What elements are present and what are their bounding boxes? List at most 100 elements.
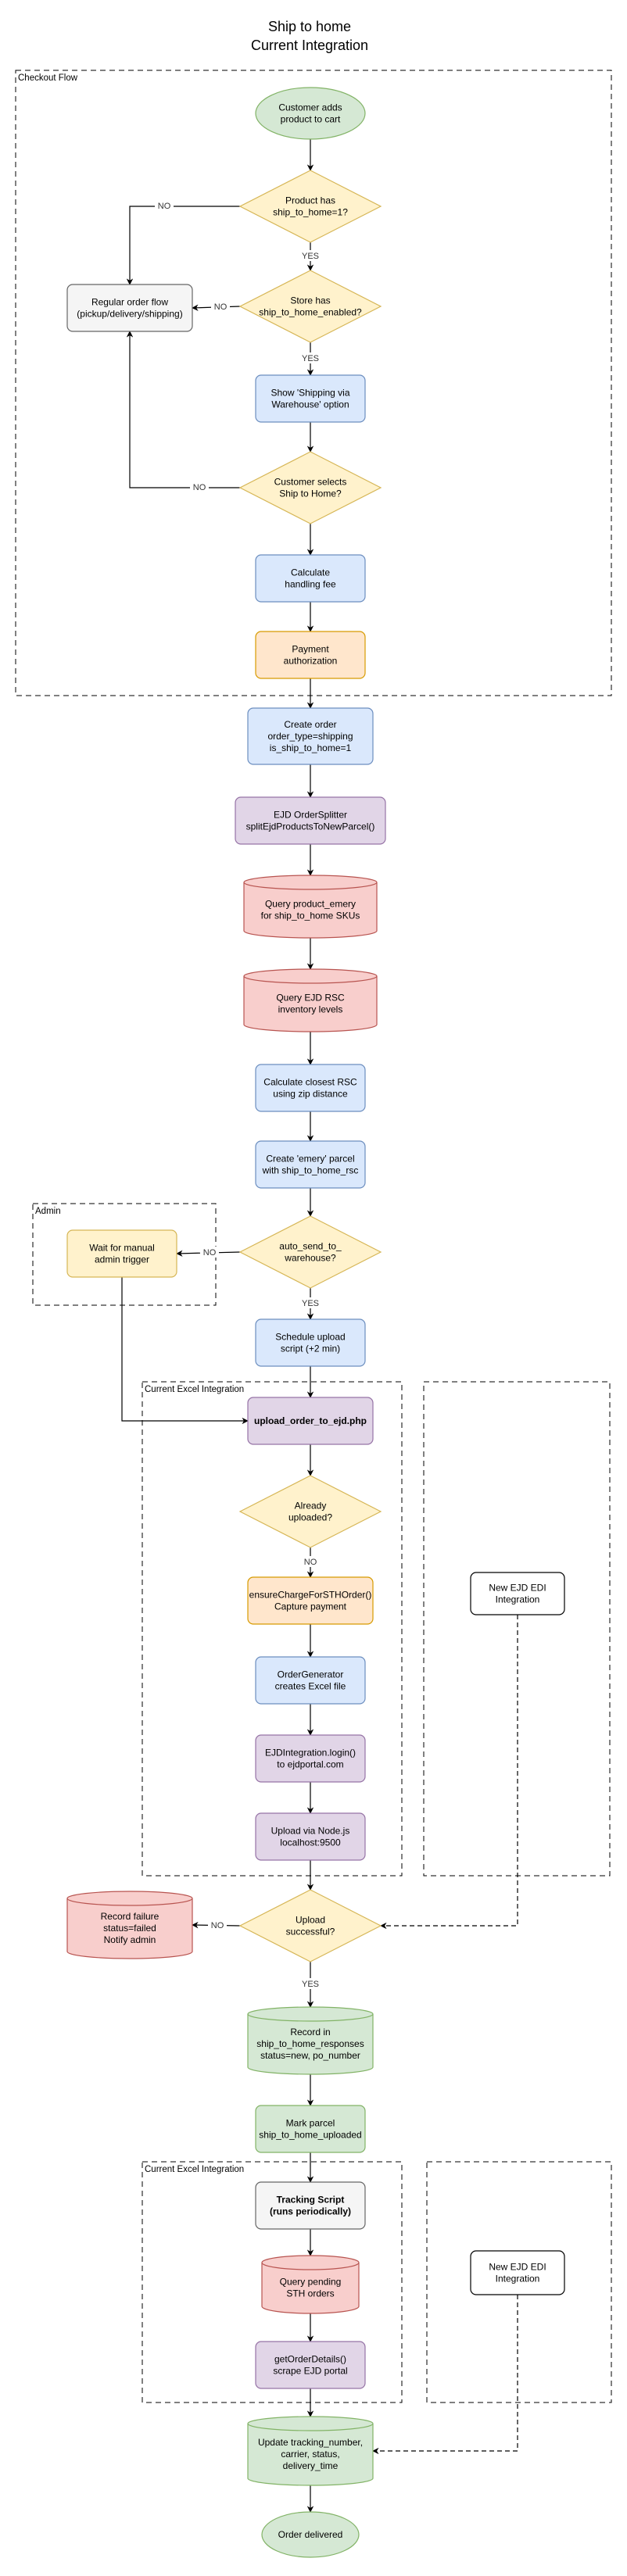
diagram-title-line1: Ship to home <box>268 19 351 34</box>
node-label-get-order-details-1: scrape EJD portal <box>273 2366 347 2377</box>
node-label-calc-fee-1: handling fee <box>285 579 336 590</box>
node-label-ejd-login-1: to ejdportal.com <box>277 1759 343 1770</box>
node-label-auto-send-1: warehouse? <box>284 1253 336 1264</box>
edge-label-store-has-to-regular-order: NO <box>214 302 228 312</box>
node-label-already-uploaded-1: uploaded? <box>288 1512 332 1523</box>
node-label-wait-admin-1: admin trigger <box>95 1254 149 1265</box>
edge-upload-successful-to-record-in: YES <box>301 1962 320 2008</box>
node-label-create-parcel-0: Create 'emery' parcel <box>266 1154 354 1165</box>
node-label-new-edi-1-0: New EJD EDI <box>489 1583 546 1594</box>
node-label-query-pending-0: Query pending <box>280 2277 342 2288</box>
node-label-customer-adds-1: product to cart <box>281 114 341 125</box>
group-label-admin: Admin <box>35 1207 61 1216</box>
group-admin: Admin <box>32 1203 217 1306</box>
edge-customer-selects-to-regular-order: NO <box>126 331 240 492</box>
node-label-mark-parcel-1: ship_to_home_uploaded <box>259 2130 361 2141</box>
edge-product-has-to-regular-order: NO <box>126 200 240 285</box>
node-label-schedule-upload-0: Schedule upload <box>275 1332 345 1343</box>
node-label-store-has-0: Store has <box>290 295 330 306</box>
node-label-customer-selects-0: Customer selects <box>274 477 347 488</box>
edge-new-edi-2-to-update-tracking <box>372 2295 518 2455</box>
edge-label-upload-successful-to-record-in: YES <box>302 1980 319 1989</box>
node-label-create-order-0: Create order <box>284 719 336 730</box>
node-label-upload-node-1: localhost:9500 <box>280 1837 341 1848</box>
group-label-excel2: Current Excel Integration <box>145 2165 244 2174</box>
node-label-query-rsc-0: Query EJD RSC <box>276 993 345 1004</box>
node-label-create-parcel-1: with ship_to_home_rsc <box>262 1165 359 1176</box>
group-edi1 <box>423 1381 611 1877</box>
node-ensure-charge: ensureChargeForSTHOrder()Capture payment <box>247 1576 374 1625</box>
edge-upload-successful-to-record-failure: NO <box>192 1919 241 1930</box>
group-label-checkout: Checkout Flow <box>18 73 78 83</box>
edge-already-uploaded-to-ensure-charge: NO <box>301 1547 320 1578</box>
node-label-ensure-charge-1: Capture payment <box>274 1601 347 1612</box>
edge-store-has-to-regular-order: NO <box>192 301 241 312</box>
node-label-record-failure-1: status=failed <box>103 1923 156 1934</box>
group-excel1: Current Excel Integration <box>142 1381 403 1877</box>
node-label-query-pending-1: STH orders <box>286 2288 334 2299</box>
node-label-create-order-1: order_type=shipping <box>267 731 353 742</box>
node-label-show-shipping-0: Show 'Shipping via <box>271 388 349 399</box>
node-label-upload-successful-0: Upload <box>296 1915 325 1926</box>
node-label-schedule-upload-1: script (+2 min) <box>281 1343 340 1354</box>
edge-label-product-has-to-store-has: YES <box>302 252 319 261</box>
node-label-order-delivered-0: Order delivered <box>278 2529 343 2540</box>
node-label-show-shipping-1: Warehouse' option <box>271 399 349 410</box>
edge-label-already-uploaded-to-ensure-charge: NO <box>304 1558 317 1567</box>
node-label-new-edi-2-1: Integration <box>496 2274 540 2284</box>
diagram-title-line2: Current Integration <box>251 38 368 53</box>
node-label-wait-admin-0: Wait for manual <box>89 1243 155 1254</box>
node-label-regular-order-0: Regular order flow <box>91 297 168 308</box>
edge-new-edi-1-to-upload-successful <box>380 1615 518 1930</box>
node-label-calc-closest-0: Calculate closest RSC <box>263 1077 357 1088</box>
node-label-upload-successful-1: successful? <box>286 1927 335 1937</box>
group-label-excel1: Current Excel Integration <box>145 1385 244 1394</box>
node-label-query-emery-1: for ship_to_home SKUs <box>261 911 360 921</box>
group-excel2: Current Excel Integration <box>142 2161 403 2403</box>
node-label-regular-order-1: (pickup/delivery/shipping) <box>77 309 182 320</box>
node-label-query-emery-0: Query product_emery <box>265 899 356 910</box>
node-tracking-script: Tracking Script(runs periodically) <box>255 2181 366 2230</box>
node-ejd-splitter: EJD OrderSplittersplitEjdProductsToNewPa… <box>235 796 386 845</box>
node-auto-send: auto_send_to_warehouse? <box>238 1215 382 1289</box>
edge-label-upload-successful-to-record-failure: NO <box>211 1921 224 1930</box>
node-label-tracking-script-0: Tracking Script <box>277 2195 345 2206</box>
edge-label-product-has-to-regular-order: NO <box>158 202 171 211</box>
node-label-record-in-0: Record in <box>290 2027 330 2038</box>
edge-store-has-to-show-shipping: YES <box>301 342 320 376</box>
node-label-already-uploaded-0: Already <box>295 1501 327 1512</box>
node-label-update-tracking-0: Update tracking_number, <box>258 2437 363 2448</box>
group-edi2 <box>426 2161 612 2403</box>
node-label-record-in-1: ship_to_home_responses <box>256 2038 364 2049</box>
node-label-get-order-details-0: getOrderDetails() <box>274 2354 346 2365</box>
edge-label-customer-selects-to-regular-order: NO <box>193 483 206 492</box>
node-label-calc-closest-1: using zip distance <box>273 1089 348 1100</box>
node-label-record-in-2: status=new, po_number <box>260 2050 360 2061</box>
node-label-order-generator-1: creates Excel file <box>275 1681 346 1692</box>
node-ejd-login: EJDIntegration.login()to ejdportal.com <box>255 1734 366 1783</box>
node-label-mark-parcel-0: Mark parcel <box>286 2118 335 2129</box>
node-regular-order: Regular order flow(pickup/delivery/shipp… <box>66 284 193 332</box>
node-label-ejd-splitter-1: splitEjdProductsToNewParcel() <box>246 821 375 832</box>
node-label-upload-node-0: Upload via Node.js <box>271 1826 350 1837</box>
node-label-ensure-charge-0: ensureChargeForSTHOrder() <box>249 1590 372 1601</box>
node-label-order-generator-0: OrderGenerator <box>278 1669 344 1680</box>
node-label-payment-auth-1: authorization <box>284 656 338 667</box>
node-label-customer-adds-0: Customer adds <box>278 102 342 113</box>
node-label-tracking-script-1: (runs periodically) <box>270 2206 351 2217</box>
